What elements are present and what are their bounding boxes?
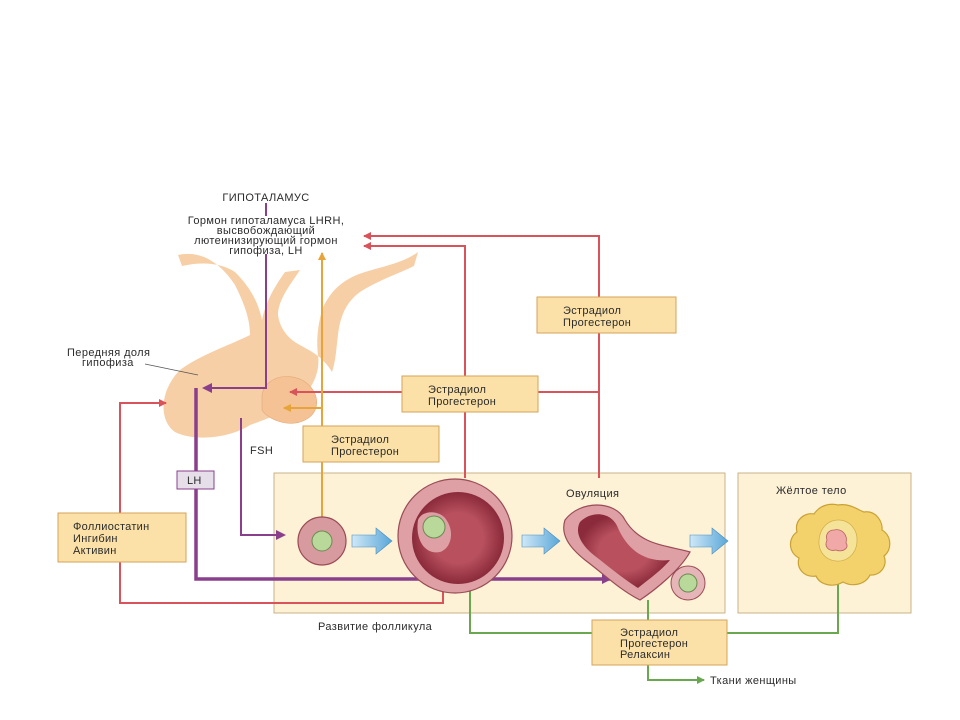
hormone-label-line3: лютеинизирующий гормон — [194, 235, 338, 247]
svg-text:Эстрадиол: Эстрадиол — [563, 305, 621, 317]
svg-text:LH: LH — [187, 475, 202, 487]
svg-text:Прогестерон: Прогестерон — [331, 446, 399, 458]
svg-text:Эстрадиол: Эстрадиол — [331, 434, 389, 446]
box-follistatin-inhibin-activin: Фоллиостатин Ингибин Активин — [57, 512, 187, 563]
svg-text:Ингибин: Ингибин — [73, 533, 118, 545]
antral-follicle — [397, 478, 513, 594]
primary-follicle — [297, 516, 347, 566]
hormone-label-line2: высвобождающий — [217, 225, 315, 237]
svg-text:Активин: Активин — [73, 545, 117, 557]
anterior-pituitary-label-1: Передняя доля — [67, 347, 150, 359]
svg-text:Релаксин: Релаксин — [620, 649, 670, 661]
green-line-luteum — [727, 578, 839, 634]
follicle-development-label: Развитие фолликула — [318, 621, 433, 633]
box-estradiol-progesterone-relaxin: Эстрадиол Прогестерон Релаксин — [591, 619, 728, 666]
svg-text:Прогестерон: Прогестерон — [620, 638, 688, 650]
svg-text:Прогестерон: Прогестерон — [563, 317, 631, 329]
ruptured-follicle — [563, 504, 706, 601]
box-estradiol-progesterone-mid: Эстрадиол Прогестерон — [401, 375, 539, 413]
hypothalamus-label: ГИПОТАЛАМУС — [222, 192, 309, 204]
blue-arrow-2 — [521, 527, 561, 555]
corpus-luteum-label: Жёлтое тело — [776, 485, 847, 497]
hormone-label-line1: Гормон гипоталамуса LHRH, — [188, 215, 345, 227]
posterior-pituitary-lobe — [261, 376, 317, 424]
feedback-line-top — [363, 232, 600, 478]
corpus-luteum — [789, 503, 891, 586]
box-lh: LH — [176, 470, 215, 490]
hormone-label-line4: гипофиза, LH — [229, 245, 303, 257]
anterior-pituitary-label-2: гипофиза — [82, 357, 134, 369]
box-estradiol-progesterone-left: Эстрадиол Прогестерон — [302, 425, 440, 463]
ovulation-label: Овуляция — [566, 488, 619, 500]
female-tissues-label: Ткани женщины — [710, 675, 797, 687]
svg-text:Эстрадиол: Эстрадиол — [620, 627, 678, 639]
pituitary-gland — [163, 252, 418, 438]
lhrh-line — [202, 254, 267, 393]
svg-text:Прогестерон: Прогестерон — [428, 396, 496, 408]
green-line-tissues — [647, 665, 705, 684]
blue-arrow-1 — [351, 527, 393, 555]
fsh-line — [240, 418, 286, 540]
svg-text:Эстрадиол: Эстрадиол — [428, 384, 486, 396]
svg-text:Фоллиостатин: Фоллиостатин — [73, 521, 150, 533]
blue-arrow-3 — [689, 527, 729, 555]
feedback-line-left — [119, 399, 444, 604]
anterior-lobe-pointer — [144, 363, 199, 376]
fsh-label: FSH — [250, 445, 273, 457]
box-estradiol-progesterone-top: Эстрадиол Прогестерон — [536, 296, 677, 334]
